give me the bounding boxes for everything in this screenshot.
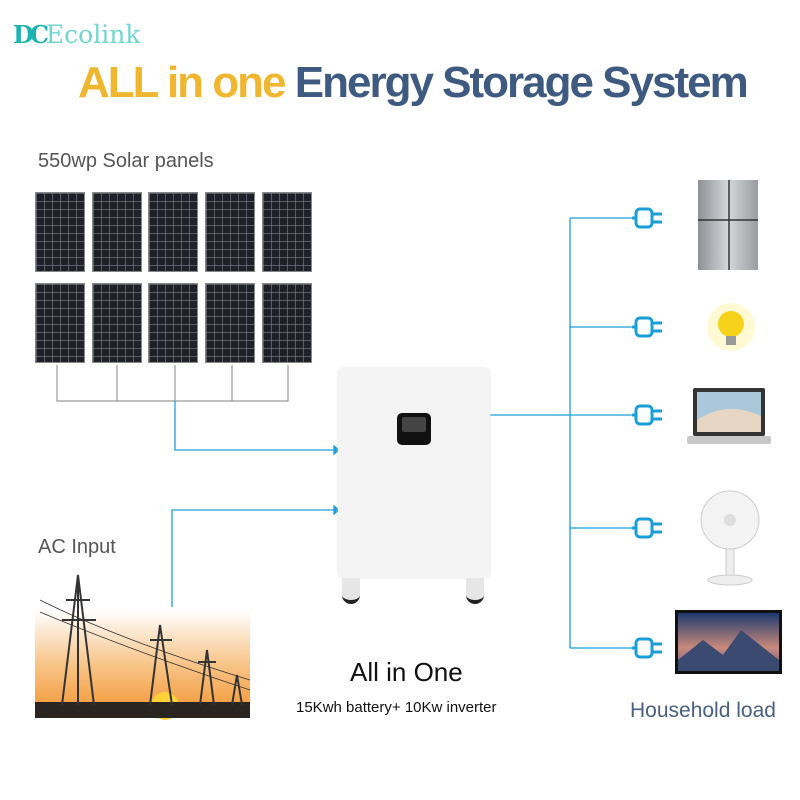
- solar-panel: [205, 283, 255, 363]
- plug-icon: [630, 404, 664, 426]
- plug-icon: [630, 207, 664, 229]
- solar-panel: [262, 283, 312, 363]
- all-in-one-unit: [338, 368, 490, 578]
- light-bulb-icon: [707, 303, 755, 351]
- display-screen: [397, 413, 431, 445]
- television-icon: [675, 610, 782, 674]
- brand-name: Ecolink: [45, 20, 141, 49]
- solar-panel: [35, 192, 85, 272]
- solar-panel: [148, 192, 198, 272]
- plug-icon: [630, 316, 664, 338]
- product-name: All in One: [350, 657, 463, 687]
- title-highlight: ALL in one: [78, 58, 287, 107]
- solar-label: 550wp Solar panels: [38, 150, 214, 172]
- laptop-icon: [687, 388, 771, 444]
- plug-icon: [630, 637, 664, 659]
- wheel: [342, 578, 360, 604]
- household-load-label: Household load: [630, 699, 776, 722]
- product-spec: 15Kwh battery+ 10Kw inverter: [296, 699, 497, 716]
- logo-mark: DC: [13, 20, 49, 49]
- solar-panel: [205, 192, 255, 272]
- solar-wiring: [56, 365, 289, 402]
- fan-icon: [700, 490, 760, 586]
- solar-panel: [92, 283, 142, 363]
- output-wires: [490, 217, 632, 649]
- solar-panel: [35, 283, 85, 363]
- input-wires: [171, 401, 341, 607]
- wheel: [466, 578, 484, 604]
- page-title: ALL in one Energy Storage System: [78, 58, 749, 108]
- plug-icon: [630, 517, 664, 539]
- ac-input-label: AC Input: [38, 536, 116, 558]
- refrigerator-icon: [698, 180, 758, 270]
- title-main: Energy Storage System: [294, 58, 749, 107]
- solar-panel: [148, 283, 198, 363]
- solar-panel: [92, 192, 142, 272]
- solar-panel: [262, 192, 312, 272]
- power-towers-image: [35, 574, 251, 720]
